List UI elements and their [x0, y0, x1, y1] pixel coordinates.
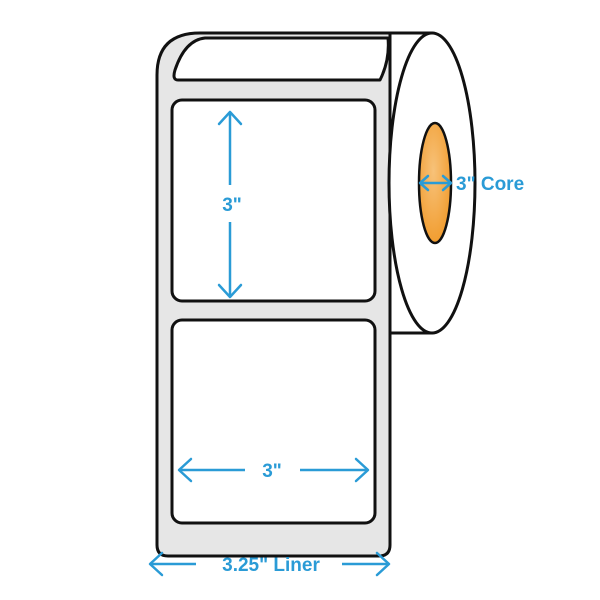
label-height-text: 3" [222, 195, 242, 216]
core-dimension: 3" Core [418, 174, 524, 195]
liner-arrowhead-left [148, 551, 164, 577]
liner-arrowhead-right [375, 551, 391, 577]
core-arrowhead-right [441, 174, 453, 192]
label-height-dimension: 3" [217, 110, 243, 299]
liner-text: 3.25" Liner [222, 555, 320, 576]
height-arrowhead-top [217, 110, 243, 126]
label-2 [170, 318, 377, 525]
width-arrowhead-right [354, 457, 370, 483]
height-arrowhead-bottom [217, 283, 243, 299]
liner-dimension: 3.25" Liner [148, 551, 391, 577]
core-arrowhead-left [418, 174, 430, 192]
label-width-dimension: 3" [177, 457, 370, 483]
label-top-wrap [172, 36, 390, 82]
core-text: 3" Core [456, 174, 524, 195]
width-arrowhead-left [177, 457, 193, 483]
label-1 [170, 98, 377, 303]
label-width-text: 3" [262, 461, 282, 482]
